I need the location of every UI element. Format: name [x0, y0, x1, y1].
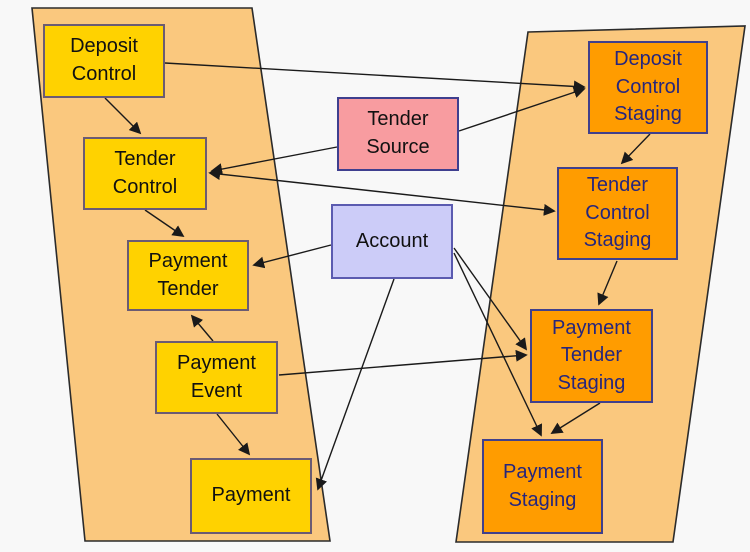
- arrow-payment-tender-staging-to-payment-staging: [550, 402, 601, 434]
- node-payment-staging: Payment Staging: [482, 439, 603, 534]
- arrow-tender-source-to-tender-control: [210, 146, 338, 175]
- node-payment-event: Payment Event: [155, 341, 278, 414]
- node-tender-control-staging: Tender Control Staging: [557, 167, 678, 260]
- node-payment: Payment: [190, 458, 312, 534]
- arrow-payment-event-to-payment: [216, 413, 251, 456]
- arrow-account-to-payment-tender-staging: [453, 247, 528, 351]
- node-deposit-control: Deposit Control: [43, 24, 165, 98]
- arrow-deposit-control-staging-to-tender-control-staging: [620, 133, 651, 165]
- node-tender-source: Tender Source: [337, 97, 459, 171]
- right-panel-shape: [455, 25, 746, 543]
- arrow-account-to-payment-tender: [252, 244, 332, 269]
- arrow-tender-control-to-payment-tender: [144, 209, 185, 238]
- arrow-payment-event-to-payment-tender: [190, 314, 214, 342]
- arrow-tender-control-to-tender-control-staging-bidirectional: [208, 168, 556, 216]
- arrow-deposit-control-to-tender-control: [104, 97, 142, 135]
- arrow-payment-event-to-payment-tender-staging: [278, 349, 528, 376]
- arrow-account-to-payment: [315, 278, 395, 491]
- node-payment-tender-staging: Payment Tender Staging: [530, 309, 653, 403]
- node-deposit-control-staging: Deposit Control Staging: [588, 41, 708, 134]
- arrow-account-to-payment-staging: [453, 252, 543, 437]
- node-tender-control: Tender Control: [83, 137, 207, 210]
- arrow-tender-control-staging-to-payment-tender-staging: [597, 260, 618, 306]
- node-payment-tender: Payment Tender: [127, 240, 249, 311]
- node-account: Account: [331, 204, 453, 279]
- arrow-tender-source-to-deposit-control-staging: [458, 86, 586, 132]
- arrow-deposit-control-to-deposit-control-staging: [164, 62, 586, 93]
